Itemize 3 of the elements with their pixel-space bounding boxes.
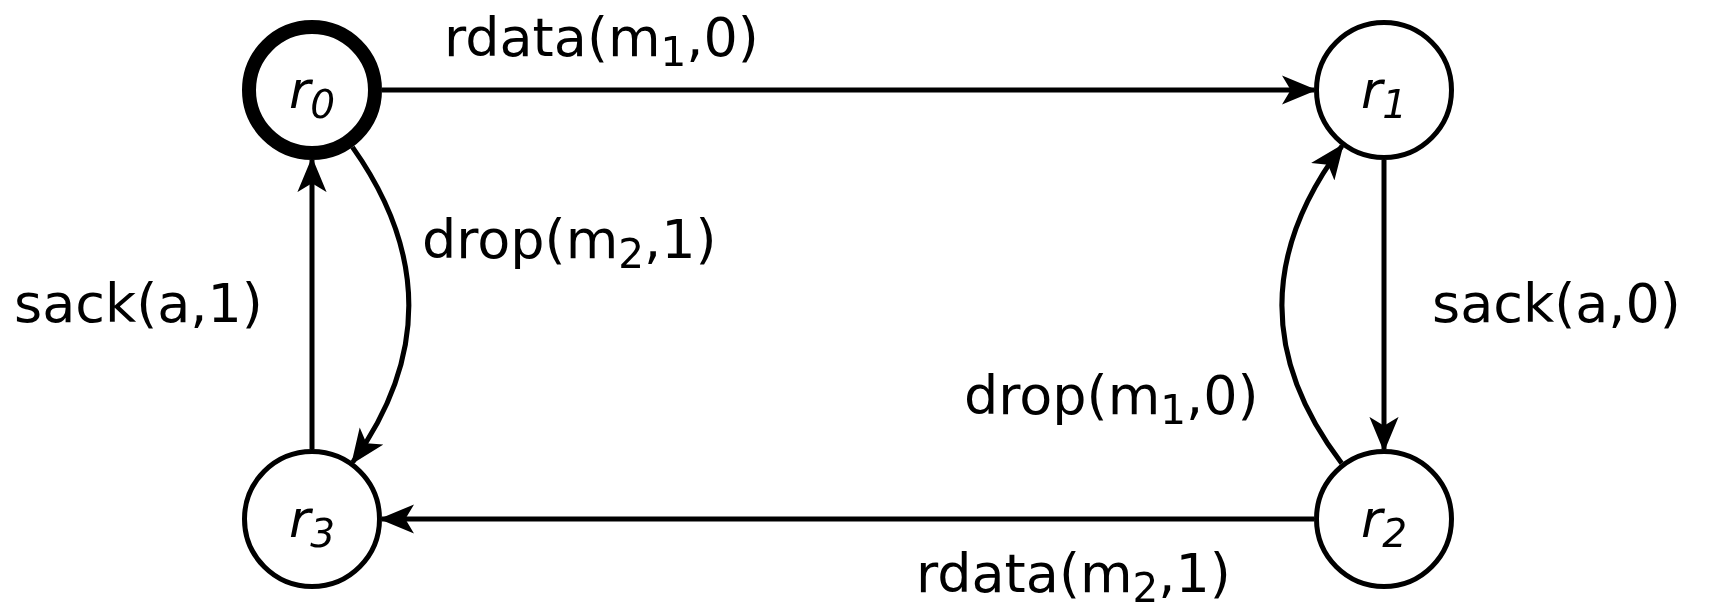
state-label: r$_{1}$ xyxy=(1360,64,1408,116)
arrow xyxy=(1279,143,1345,465)
state-label: r$_{2}$ xyxy=(1360,493,1408,545)
